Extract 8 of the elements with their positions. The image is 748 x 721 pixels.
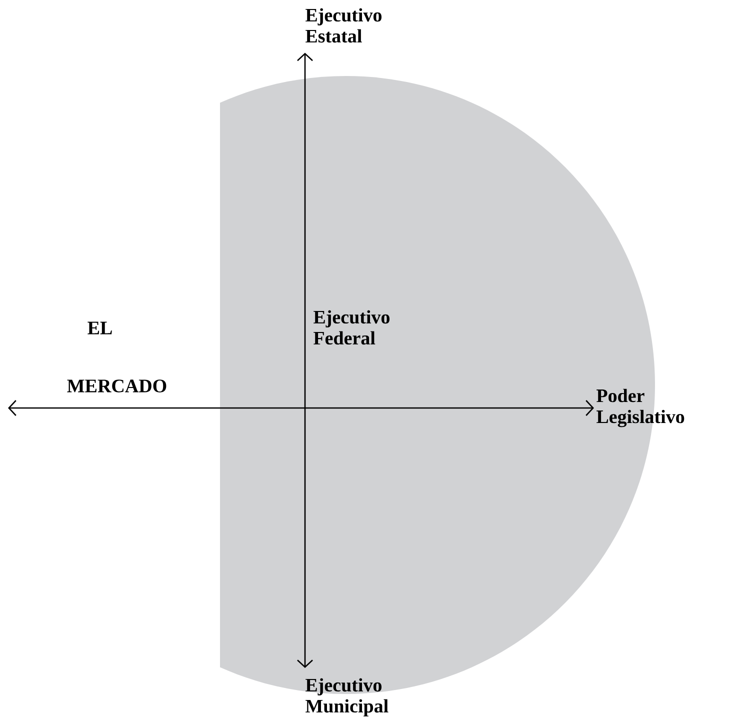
axis-label: Ejecutivo Municipal [306,678,388,716]
axis-label: Poder Legislativo [596,388,684,428]
arrow [8,400,594,416]
text-label: MERCADO [67,380,166,392]
axis-label: Ejecutivo Estatal [306,8,382,43]
text-label: Ejecutivo Federal [314,310,390,345]
arrow [297,52,313,668]
text-label: EL [88,322,112,334]
